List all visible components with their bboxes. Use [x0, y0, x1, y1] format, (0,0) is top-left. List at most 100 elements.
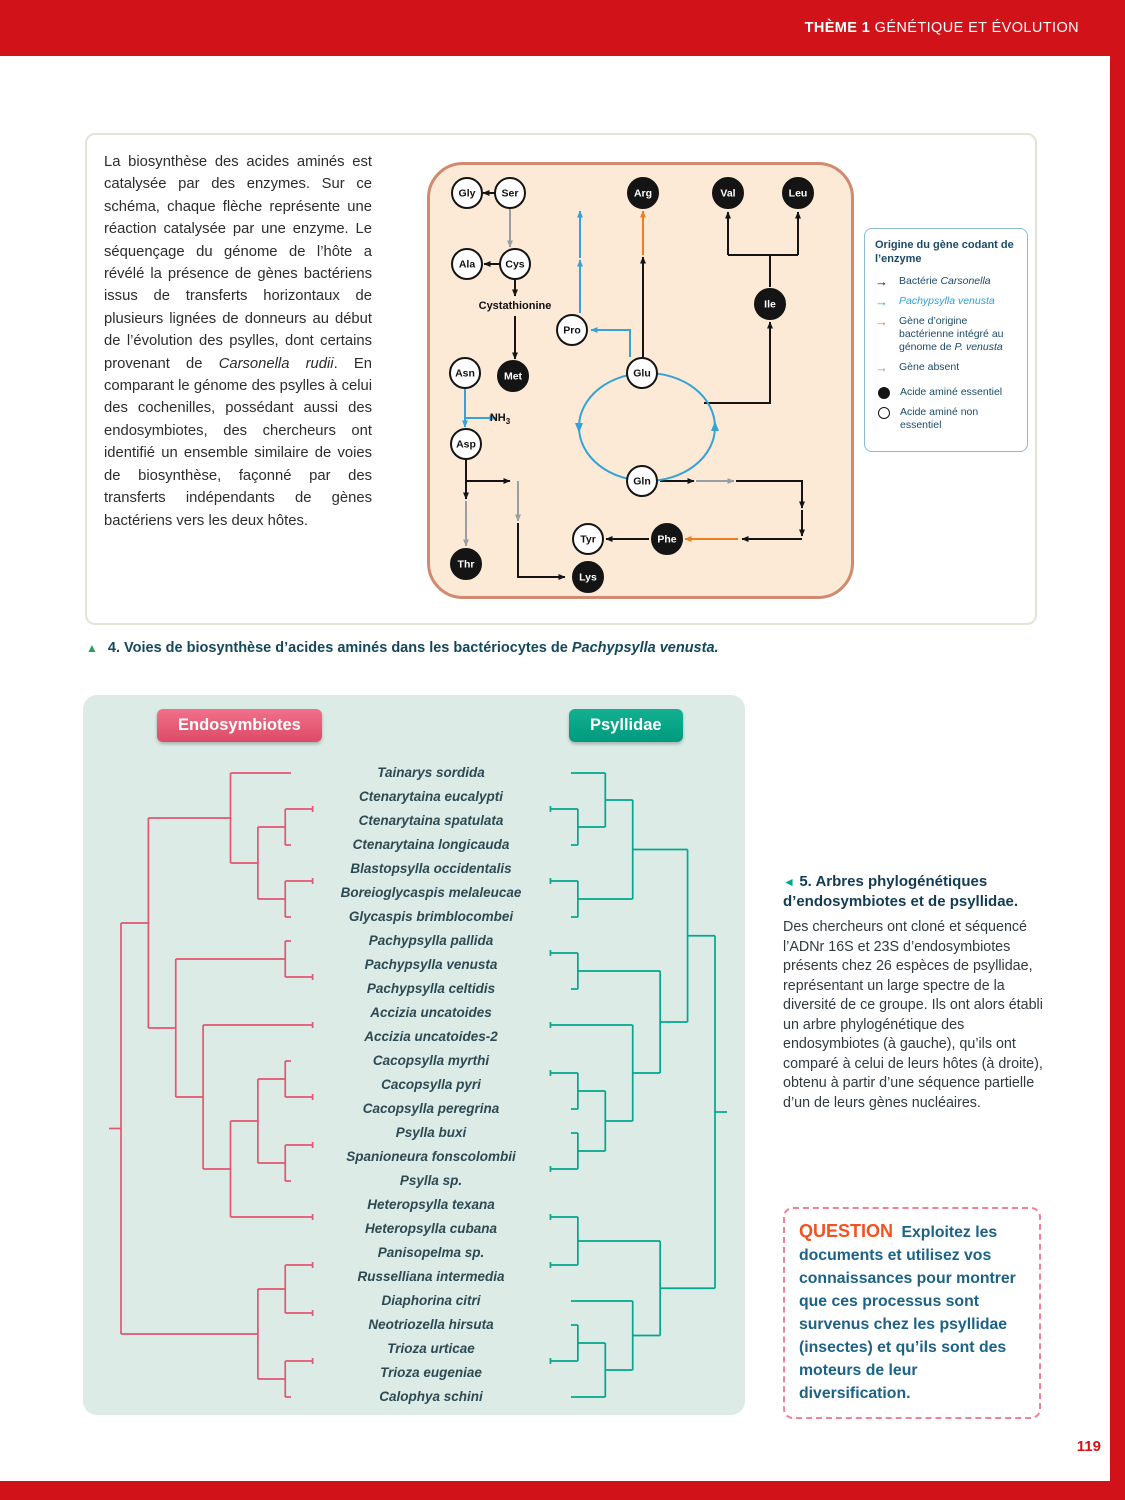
species-name: Trioza eugeniae	[291, 1364, 571, 1382]
legend-arrow-icon: →	[875, 314, 888, 329]
amino-acid-label: Thr	[458, 559, 475, 571]
amino-acid-thr	[450, 548, 482, 580]
amino-acid-label: Cys	[505, 259, 524, 271]
legend-arrow-icon: →	[875, 274, 888, 289]
question-text: Exploitez les documents et utilisez vos …	[799, 1224, 1016, 1402]
amino-acid-pro	[556, 314, 588, 346]
species-name: Spanioneura fonscolombii	[291, 1148, 571, 1166]
gene-absent-arrows	[463, 209, 735, 547]
species-name: Panisopelma sp.	[291, 1244, 571, 1262]
species-name: Glycaspis brimblocombei	[291, 908, 571, 926]
legend-item-label: Gène absent	[899, 361, 960, 373]
amino-acid-lys	[572, 561, 604, 593]
species-name: Boreioglycaspis melaleucae	[291, 884, 571, 902]
species-name: Pachypsylla pallida	[291, 932, 571, 950]
legend-item-label: Pachypsylla venusta	[899, 295, 995, 307]
integrated-bacterial-gene-arrows	[640, 210, 738, 542]
species-name: Trioza urticae	[291, 1340, 571, 1358]
pathway-label: Cystathionine	[479, 300, 552, 312]
species-name: Accizia uncatoides	[291, 1004, 571, 1022]
legend-item-essential: Acide aminé essentiel	[875, 386, 1017, 399]
document-4-biosynthesis: La biosynthèse des acides aminés est cat…	[85, 133, 1037, 625]
amino-acid-label: Arg	[634, 188, 652, 200]
species-name: Pachypsylla celtidis	[291, 980, 571, 998]
figure-4-caption-text: 4. Voies de biosynthèse d’acides aminés …	[107, 640, 719, 656]
amino-acid-label: Lys	[579, 572, 597, 584]
page-number: 119	[1076, 1438, 1101, 1455]
amino-acid-ile	[754, 288, 786, 320]
legend-item-label: Gène d’origine bactérienne intégré au gé…	[899, 315, 1004, 353]
pathway-label: NH3	[490, 412, 511, 426]
legend-item-nonessential: Acide aminé non essentiel	[875, 406, 1017, 432]
species-name: Tainarys sordida	[291, 764, 571, 782]
nonessential-dot-icon	[878, 407, 890, 419]
amino-acid-leu	[782, 177, 814, 209]
legend-item: → Pachypsylla venusta	[875, 295, 1017, 308]
legend-arrow-icon: →	[875, 360, 888, 375]
species-name: Heteropsylla cubana	[291, 1220, 571, 1238]
species-name: Psylla buxi	[291, 1124, 571, 1142]
legend-item: → Gène d’origine bactérienne intégré au g…	[875, 315, 1017, 354]
species-name: Neotriozella hirsuta	[291, 1316, 571, 1334]
amino-acid-label: Ser	[502, 188, 519, 200]
question-box: QUESTION Exploitez les documents et util…	[783, 1207, 1041, 1419]
legend-item: → Bactérie Carsonella	[875, 275, 1017, 288]
essential-dot-icon	[878, 387, 890, 399]
amino-acid-ser	[494, 177, 526, 209]
carsonella-gene-arrows	[463, 190, 805, 580]
theme-name: GÉNÉTIQUE ET ÉVOLUTION	[870, 20, 1079, 36]
amino-acid-label: Ala	[459, 259, 476, 271]
species-name: Calophya schini	[291, 1388, 571, 1406]
amino-acid-label: Glu	[633, 368, 651, 380]
figure-4-caption: ▲ 4. Voies de biosynthèse d’acides aminé…	[86, 640, 1006, 656]
doc4-text-italic: Carsonella rudii	[218, 355, 334, 372]
amino-acid-label: Tyr	[580, 534, 596, 546]
species-name: Cacopsylla myrthi	[291, 1052, 571, 1070]
amino-acid-gly	[451, 177, 483, 209]
endosymbiotes-header-pill: Endosymbiotes	[157, 709, 322, 742]
amino-acid-label: Asn	[455, 368, 475, 380]
amino-acid-glu	[626, 357, 658, 389]
amino-acid-label: Pro	[563, 325, 581, 337]
amino-acid-label: Asp	[456, 439, 476, 451]
legend-arrow-icon: →	[875, 294, 888, 309]
glu-gln-cycle	[578, 372, 716, 482]
legend-title: Origine du gène codant de l’enzyme	[875, 239, 1014, 265]
species-name: Pachypsylla venusta	[291, 956, 571, 974]
amino-acid-phe	[651, 523, 683, 555]
species-name: Diaphorina citri	[291, 1292, 571, 1310]
legend-circles: Acide aminé essentiel Acide aminé non es…	[875, 386, 1017, 432]
amino-acid-label: Val	[720, 188, 735, 200]
right-border-band	[1110, 0, 1125, 1500]
legend-item-label: Bactérie Carsonella	[899, 275, 991, 287]
pachypsylla-venusta-gene-arrows	[462, 210, 719, 482]
amino-acid-arg	[627, 177, 659, 209]
amino-acid-label: Phe	[657, 534, 676, 546]
amino-acid-label: Ile	[764, 299, 776, 311]
amino-acid-asn	[449, 357, 481, 389]
species-name: Blastopsylla occidentalis	[291, 860, 571, 878]
species-name: Cacopsylla peregrina	[291, 1100, 571, 1118]
legend-item: → Gène absent	[875, 361, 1017, 374]
figure-5-title-text: 5. Arbres phylogénétiques d’endosymbiote…	[783, 873, 1019, 910]
amino-acid-ala	[451, 248, 483, 280]
species-name: Ctenarytaina longicauda	[291, 836, 571, 854]
amino-acid-label: Gly	[459, 188, 476, 200]
page-header: THÈME 1 GÉNÉTIQUE ET ÉVOLUTION	[0, 0, 1125, 56]
species-name: Ctenarytaina spatulata	[291, 812, 571, 830]
legend-essential-label: Acide aminé essentiel	[900, 386, 1003, 398]
amino-acid-tyr	[572, 523, 604, 555]
amino-acid-label: Met	[504, 371, 523, 383]
amino-acid-label: Leu	[789, 188, 808, 200]
psyllidae-header-pill: Psyllidae	[569, 709, 683, 742]
amino-acid-cys	[499, 248, 531, 280]
theme-title: THÈME 1 GÉNÉTIQUE ET ÉVOLUTION	[805, 0, 1079, 56]
species-name: Ctenarytaina eucalypti	[291, 788, 571, 806]
doc4-text-1: La biosynthèse des acides aminés est cat…	[104, 154, 372, 372]
diagram-legend: Origine du gène codant de l’enzyme → Bact…	[864, 228, 1028, 452]
figure-5-title: ◄ 5. Arbres phylogénétiques d’endosymbio…	[783, 872, 1047, 912]
